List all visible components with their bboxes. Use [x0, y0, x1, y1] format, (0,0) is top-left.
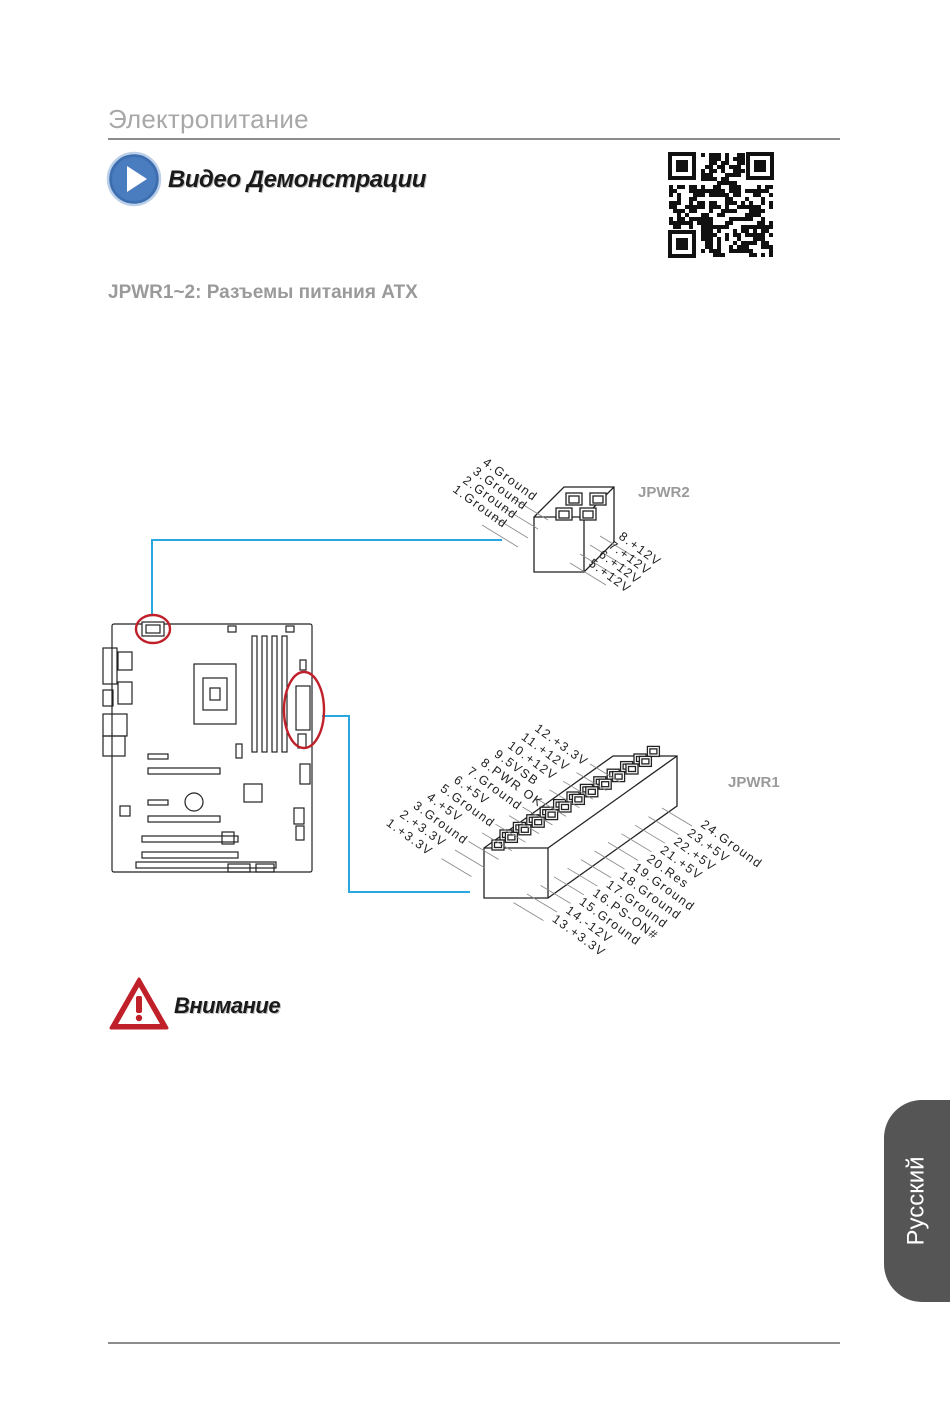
connector-subtitle: JPWR1~2: Разъемы питания ATX	[108, 282, 418, 303]
play-icon[interactable]	[106, 151, 162, 207]
highlight-circles	[134, 613, 326, 750]
jpwr1-connector	[483, 745, 678, 899]
leader-line-jpwr2	[151, 539, 502, 614]
warning-icon	[109, 977, 169, 1030]
leader-line-jpwr1	[322, 715, 470, 893]
video-demo-label: Видео Демонстрации	[168, 166, 426, 193]
footer-divider	[108, 1342, 840, 1344]
warning-label: Внимание	[174, 993, 281, 1018]
language-tab[interactable]: Русский	[884, 1100, 950, 1302]
jpwr1-label: JPWR1	[728, 774, 780, 791]
header-divider	[108, 138, 840, 140]
section-title: Электропитание	[108, 104, 309, 134]
jpwr2-label: JPWR2	[638, 484, 690, 501]
language-tab-label: Русский	[903, 1156, 930, 1246]
jpwr1-highlight	[282, 670, 326, 750]
motherboard-illustration	[102, 621, 313, 873]
jpwr2-highlight	[134, 613, 172, 645]
qr-code-icon[interactable]	[668, 152, 774, 258]
leader-lines	[151, 539, 502, 893]
jpwr2-connector	[533, 486, 615, 573]
